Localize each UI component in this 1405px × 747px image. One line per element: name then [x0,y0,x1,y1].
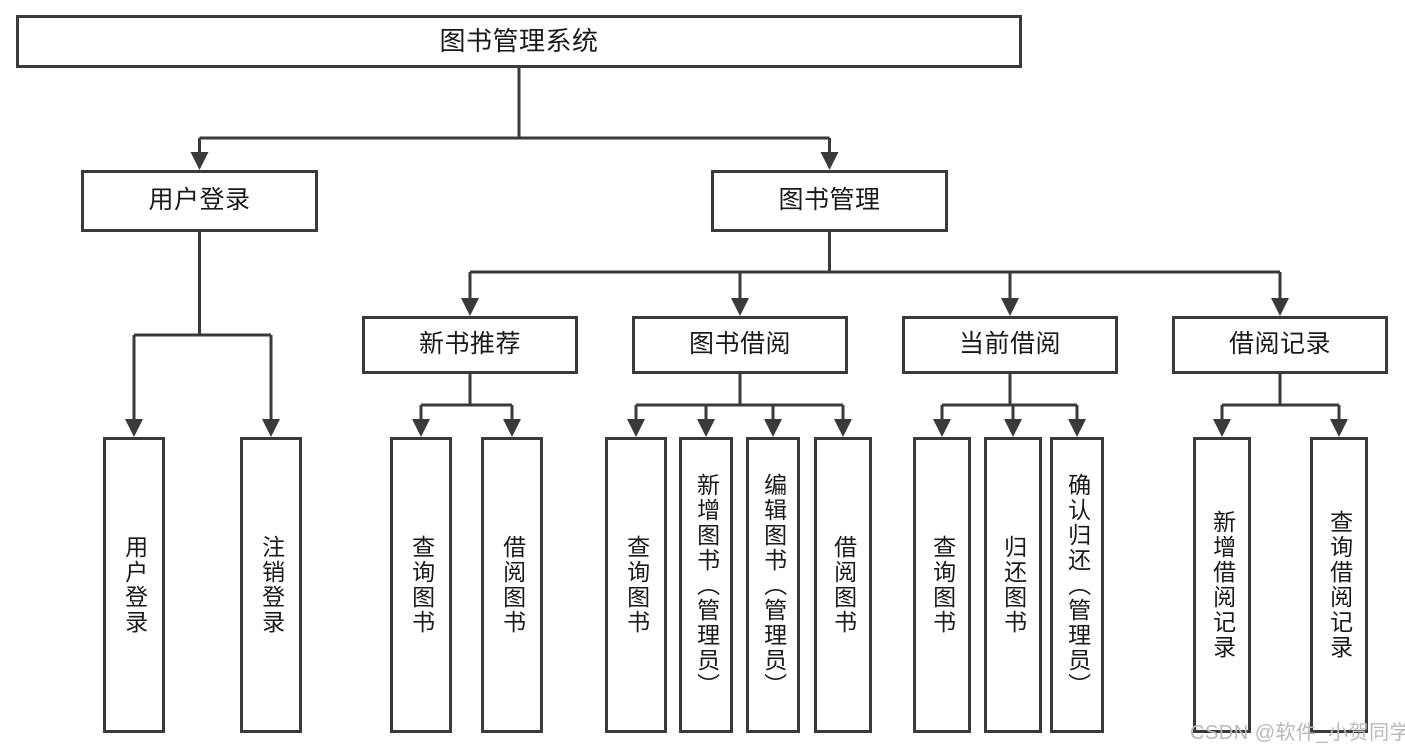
node-leaf-add-book[interactable]: 新增图书（管理员） [679,437,733,733]
node-label: 注销登录 [258,535,285,635]
edge-current_borrow-to-1-head [1004,419,1022,437]
edge-current_borrow-to-0-head [933,419,951,437]
node-label: 查询图书 [929,535,956,635]
node-leaf-confirm-return[interactable]: 确认归还（管理员） [1050,437,1104,733]
node-leaf-query-book-b[interactable]: 查询图书 [605,437,667,733]
edge-new_book_rec-to-1-head [503,419,521,437]
node-new-book-rec[interactable]: 新书推荐 [362,316,578,374]
node-leaf-add-record[interactable]: 新增借阅记录 [1193,437,1251,733]
node-leaf-return-book[interactable]: 归还图书 [984,437,1042,733]
node-label: 用户登录 [148,186,251,215]
node-label: 查询借阅记录 [1326,510,1353,660]
node-leaf-edit-book[interactable]: 编辑图书（管理员） [746,437,800,733]
node-label: 图书借阅 [688,330,791,359]
edge-borrow_record-to-1-head [1330,419,1348,437]
node-label: 归还图书 [1000,535,1027,635]
node-book-manage[interactable]: 图书管理 [711,170,948,232]
node-label: 借阅图书 [499,535,526,635]
edge-root-to-1-head [820,152,839,170]
edge-book_manage-to-1-head [731,298,749,316]
node-leaf-borrow-book-a[interactable]: 借阅图书 [481,437,543,733]
node-label: 借阅图书 [830,535,857,635]
node-label: 图书管理 [778,186,881,215]
edge-current_borrow-to-2-head [1068,419,1086,437]
edge-user_login-to-0-head [125,419,143,437]
node-book-borrow[interactable]: 图书借阅 [632,316,848,374]
node-label: 图书管理系统 [439,26,599,57]
node-label: 新书推荐 [418,330,521,359]
edge-borrow_record-to-0-head [1213,419,1231,437]
node-borrow-record[interactable]: 借阅记录 [1172,316,1388,374]
node-label: 确认归还（管理员） [1064,472,1091,698]
node-label: 查询图书 [623,535,650,635]
node-label: 编辑图书（管理员） [760,472,787,698]
node-label: 查询图书 [408,535,435,635]
edge-new_book_rec-to-0-head [412,419,430,437]
node-label: 用户登录 [121,535,148,635]
edge-book_borrow-to-3-head [834,419,852,437]
node-label: 当前借阅 [958,330,1061,359]
node-leaf-query-book-a[interactable]: 查询图书 [390,437,452,733]
edge-book_manage-to-2-head [1001,298,1019,316]
edge-user_login-to-1-head [262,419,280,437]
node-label: 新增借阅记录 [1209,510,1236,660]
watermark-label: CSDN @软件_小贺同学 [1190,722,1405,744]
edge-book_manage-to-3-head [1271,298,1289,316]
node-current-borrow[interactable]: 当前借阅 [902,316,1118,374]
edge-book_borrow-to-1-head [697,419,715,437]
node-leaf-logout[interactable]: 注销登录 [240,437,302,733]
node-label: 借阅记录 [1228,330,1331,359]
node-leaf-borrow-book-b[interactable]: 借阅图书 [814,437,872,733]
node-user-login[interactable]: 用户登录 [81,170,318,232]
node-leaf-query-record[interactable]: 查询借阅记录 [1310,437,1368,733]
edge-book_borrow-to-2-head [764,419,782,437]
node-leaf-user-login[interactable]: 用户登录 [103,437,165,733]
edge-root-to-0-head [190,152,209,170]
node-leaf-query-book-c[interactable]: 查询图书 [913,437,971,733]
edge-book_borrow-to-0-head [627,419,645,437]
node-label: 新增图书（管理员） [693,472,720,698]
edge-book_manage-to-0-head [461,298,479,316]
node-root[interactable]: 图书管理系统 [16,15,1022,68]
